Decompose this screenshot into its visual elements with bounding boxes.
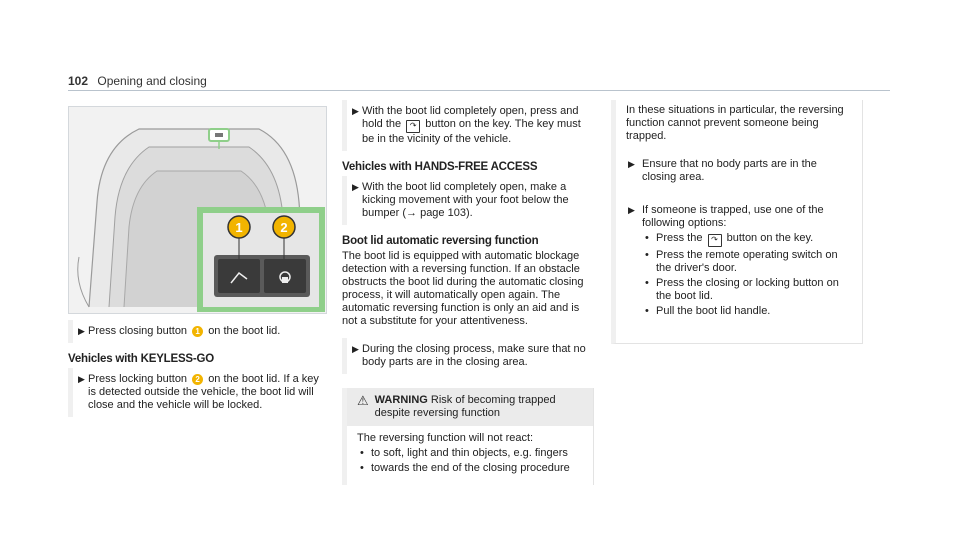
figure-badge-1: 1: [235, 220, 242, 235]
section-title: Opening and closing: [97, 74, 207, 88]
step-hold-key-button: ▶ With the boot lid completely open, pre…: [342, 100, 594, 151]
step-ensure-no-body-parts: ▶ Ensure that no body parts are in the c…: [626, 153, 852, 189]
boot-lid-drawing: 1 2: [69, 107, 326, 313]
step-text: on the boot lid. If a key is detected ou…: [88, 373, 319, 411]
heading-reversing: Boot lid automatic reversing function: [342, 235, 539, 247]
trapped-paragraph: In these situations in particular, the r…: [626, 104, 844, 142]
warning-header: ⚠ WARNING Risk of becoming trapped despi…: [347, 388, 593, 426]
list-item: towards the end of the closing procedure: [360, 462, 583, 475]
boot-lid-illustration: 1 2: [68, 106, 327, 314]
warning-box: ⚠ WARNING Risk of becoming trapped despi…: [342, 388, 594, 485]
arrow-icon: ▶: [352, 106, 359, 116]
step-text: Press closing button: [88, 325, 188, 337]
step-text: During the closing process, make sure th…: [362, 343, 586, 368]
step-text: on the boot lid.: [208, 325, 281, 337]
list-item: to soft, light and thin objects, e.g. fi…: [360, 447, 583, 460]
badge-1-icon: 1: [192, 326, 204, 337]
column-3: In these situations in particular, the r…: [611, 100, 863, 344]
step-text: If someone is trapped, use one of the fo…: [642, 204, 824, 229]
step-text: With the boot lid completely open, make …: [362, 181, 569, 219]
list-item: Press the closing or locking button on t…: [645, 277, 852, 303]
step-text: With the boot lid completely open, press…: [362, 105, 579, 130]
trapped-info-box: In these situations in particular, the r…: [611, 100, 863, 344]
heading-keyless-go: Vehicles with KEYLESS-GO: [68, 353, 215, 365]
header-rule: [68, 90, 890, 91]
reversing-paragraph: The boot lid is equipped with automatic …: [342, 250, 584, 327]
page-number: 102: [68, 74, 89, 88]
heading-hands-free: Vehicles with HANDS-FREE ACCESS: [342, 161, 538, 173]
arrow-icon: ▶: [352, 344, 359, 354]
step-press-locking: ▶ Press locking button 2 on the boot lid…: [68, 368, 324, 417]
column-2: ▶ With the boot lid completely open, pre…: [342, 100, 594, 485]
arrow-icon: ▶: [628, 159, 635, 169]
step-text: Ensure that no body parts are in the clo…: [642, 158, 817, 183]
warning-title: Risk of becoming trapped despite reversi…: [374, 394, 556, 419]
arrow-icon: ▶: [78, 326, 85, 336]
list-item: Pull the boot lid handle.: [645, 305, 852, 318]
step-if-trapped: ▶ If someone is trapped, use one of the …: [626, 199, 852, 325]
warning-triangle-icon: ⚠: [357, 393, 369, 408]
warning-label: WARNING: [374, 394, 428, 406]
step-kicking-movement: ▶ With the boot lid completely open, mak…: [342, 176, 594, 225]
badge-2-icon: 2: [192, 374, 204, 385]
step-text: button on the key. The key must be in th…: [362, 118, 581, 145]
arrow-icon: ▶: [628, 205, 635, 215]
list-item: Press the ↷ button on the key.: [645, 232, 852, 247]
step-press-closing: ▶ Press closing button 1 on the boot lid…: [68, 320, 324, 343]
warning-body: The reversing function will not react: t…: [347, 426, 593, 485]
arrow-icon: ▶: [78, 374, 85, 384]
boot-lid-icon: ↷: [406, 120, 421, 133]
column-1: ▶ Press closing button 1 on the boot lid…: [68, 320, 324, 427]
boot-lid-icon: ↷: [707, 234, 722, 247]
arrow-icon: ▶: [352, 182, 359, 192]
list-item: Press the remote operating switch on the…: [645, 249, 852, 275]
step-closing-process: ▶ During the closing process, make sure …: [342, 338, 594, 374]
warning-intro: The reversing function will not react:: [357, 432, 534, 444]
page-header: 102 Opening and closing: [68, 74, 207, 88]
figure-badge-2: 2: [280, 220, 287, 235]
step-text: Press locking button: [88, 373, 188, 385]
